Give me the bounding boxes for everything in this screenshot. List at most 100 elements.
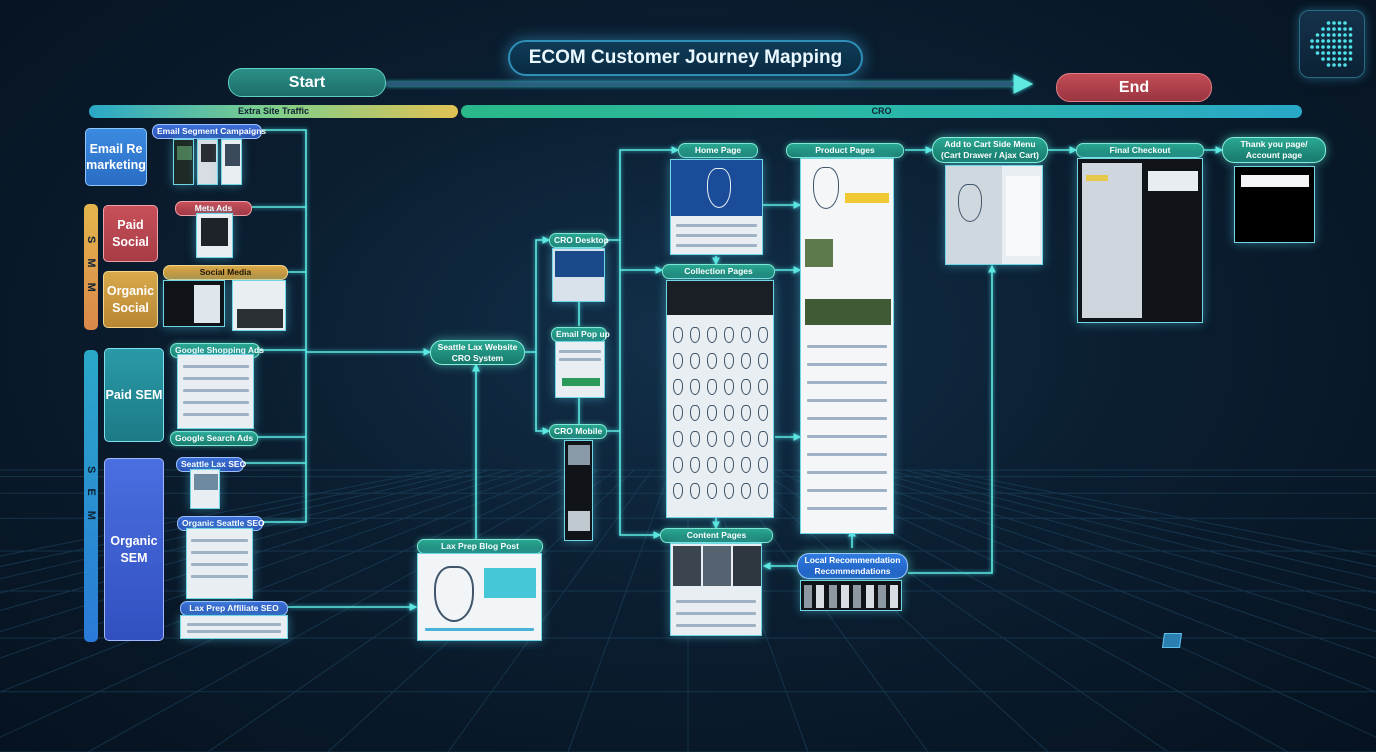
logo-dot: [1315, 39, 1320, 43]
logo-dot: [1337, 63, 1342, 67]
product-glyph: [758, 327, 768, 343]
thumb-blog-post: [417, 553, 542, 641]
grid-line: [921, 469, 1376, 568]
product-glyph: [707, 431, 717, 447]
product-glyph: [741, 379, 751, 395]
node-cro-desktop[interactable]: CRO Desktop: [549, 233, 609, 248]
thumb-product-pages: [800, 158, 894, 534]
logo-dot: [1337, 39, 1342, 43]
product-glyph: [690, 405, 700, 421]
product-glyph: [741, 405, 751, 421]
product-glyph: [673, 483, 683, 499]
product-glyph: [758, 483, 768, 499]
thumb-collection-pages: [666, 280, 774, 518]
product-glyph: [741, 431, 751, 447]
grid-line: [939, 469, 1376, 557]
product-glyph: [673, 457, 683, 473]
product-glyph: [724, 353, 734, 369]
tag-email-campaigns[interactable]: Email Segment Campaigns: [152, 124, 266, 139]
product-glyph: [707, 405, 717, 421]
node-website-cro[interactable]: Seattle Lax Website CRO System: [430, 340, 525, 365]
thumb-seo: [190, 469, 220, 509]
logo-dot: [1337, 57, 1342, 61]
product-glyph: [724, 431, 734, 447]
grid-line: [903, 469, 1376, 580]
thumb-home-page: [670, 159, 763, 255]
thumb-content-pages: [670, 543, 762, 636]
tag-blog-post[interactable]: Lax Prep Blog Post: [417, 539, 543, 554]
node-thank-you[interactable]: Thank you page/ Account page: [1222, 137, 1326, 163]
logo-dot: [1332, 51, 1336, 55]
recommend-tile: [890, 585, 899, 608]
product-glyph: [673, 379, 683, 395]
stage-label-traffic: Extra Site Traffic: [237, 106, 310, 116]
product-glyph: [690, 483, 700, 499]
product-glyph: [690, 457, 700, 473]
grid-line: [0, 469, 509, 611]
content-row: [806, 507, 888, 510]
node-cro-mobile[interactable]: CRO Mobile: [549, 424, 607, 439]
logo-dot: [1332, 27, 1336, 31]
source-paid-sem[interactable]: Paid SEM: [104, 348, 164, 442]
source-organic-social[interactable]: Organic Social: [103, 271, 158, 328]
node-final-checkout[interactable]: Final Checkout: [1076, 143, 1204, 158]
logo-dot: [1326, 27, 1331, 31]
product-glyph: [673, 353, 683, 369]
product-glyph: [690, 353, 700, 369]
content-row: [806, 489, 888, 492]
thumb-final-checkout: [1077, 158, 1203, 323]
tag-social-media[interactable]: Social Media: [163, 265, 288, 280]
product-glyph: [707, 379, 717, 395]
thumb-social-1: [163, 280, 225, 327]
logo-dot: [1315, 45, 1320, 49]
brand-logo: [1299, 10, 1365, 78]
grid-line: [885, 469, 1376, 594]
logo-dot: [1348, 45, 1353, 49]
thumb-organic-seo: [186, 528, 253, 599]
product-glyph: [724, 327, 734, 343]
product-glyph: [758, 431, 768, 447]
content-row: [806, 435, 888, 438]
product-glyph: [758, 379, 768, 395]
node-add-to-cart[interactable]: Add to Cart Side Menu (Cart Drawer / Aja…: [932, 137, 1048, 163]
source-paid-social[interactable]: Paid Social: [103, 205, 158, 262]
logo-dot: [1321, 57, 1325, 61]
product-glyph: [707, 457, 717, 473]
product-glyph: [707, 327, 717, 343]
logo-dot: [1343, 45, 1347, 49]
logo-dot: [1315, 33, 1320, 37]
node-email-popup[interactable]: Email Pop up: [551, 327, 610, 342]
grid-line: [207, 469, 617, 752]
source-organic-sem[interactable]: Organic SEM: [104, 458, 164, 641]
logo-dot: [1326, 39, 1331, 43]
sem-group-bar: S E M: [84, 350, 98, 642]
grid-line: [831, 469, 1376, 659]
stage-label-cro: CRO: [871, 106, 892, 116]
product-glyph: [673, 405, 683, 421]
logo-dot: [1337, 21, 1342, 25]
grid-line: [813, 469, 1376, 693]
logo-dot: [1332, 39, 1336, 43]
grid-line: [87, 469, 599, 752]
node-product-pages[interactable]: Product Pages: [786, 143, 904, 158]
logo-dot: [1321, 27, 1325, 31]
product-glyph: [724, 405, 734, 421]
product-glyph: [724, 457, 734, 473]
tag-affiliate-seo[interactable]: Lax Prep Affiliate SEO: [180, 601, 288, 616]
logo-dot: [1326, 21, 1331, 25]
node-recommendations[interactable]: Local Recommendation Recommendations: [797, 553, 908, 579]
node-content-pages[interactable]: Content Pages: [660, 528, 773, 543]
thumb-thank-you: [1234, 166, 1315, 243]
node-collection-pages[interactable]: Collection Pages: [662, 264, 775, 279]
thumb-email-popup: [555, 341, 605, 398]
logo-dot: [1310, 39, 1314, 43]
logo-dot: [1332, 21, 1336, 25]
node-home-page[interactable]: Home Page: [678, 143, 758, 158]
thumb-add-to-cart: [945, 165, 1043, 265]
tag-google-search[interactable]: Google Search Ads: [170, 431, 258, 446]
source-email-remarketing[interactable]: Email Re marketing: [85, 128, 147, 186]
logo-dot: [1348, 27, 1353, 31]
logo-dot: [1315, 51, 1320, 55]
thumb-cro-desktop: [552, 248, 605, 302]
logo-dot: [1321, 51, 1325, 55]
